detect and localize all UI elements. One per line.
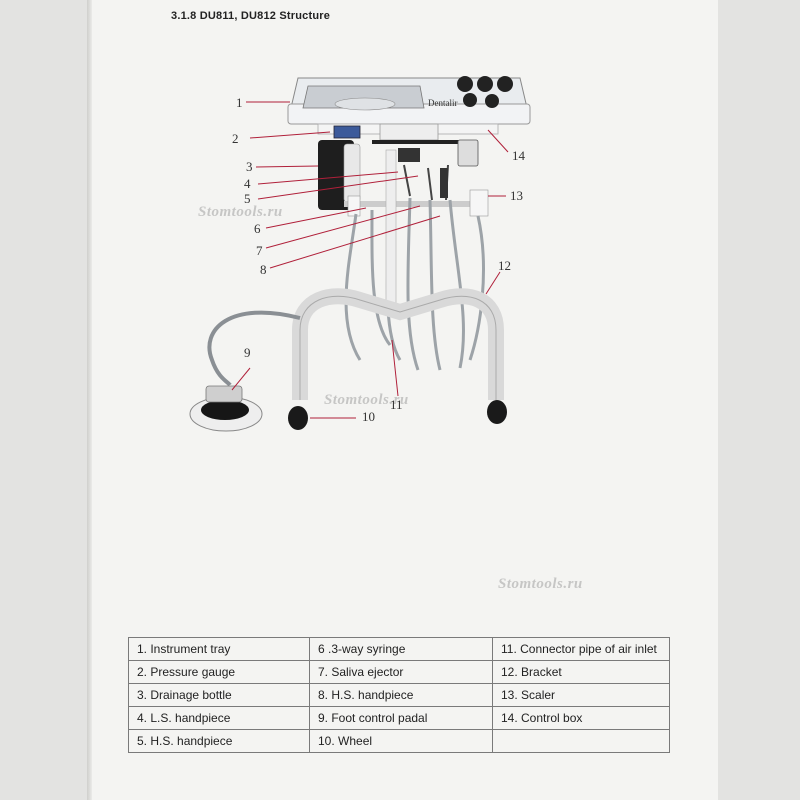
legend-cell: 11. Connector pipe of air inlet	[492, 637, 670, 661]
callout-11: 11	[390, 397, 403, 412]
legend-cell: 4. L.S. handpiece	[128, 706, 310, 730]
wheel-right	[487, 400, 507, 424]
table-row: 5. H.S. handpiece 10. Wheel	[128, 729, 670, 753]
callout-3: 3	[246, 159, 253, 174]
legend-cell: 7. Saliva ejector	[309, 660, 493, 684]
foot-control	[189, 385, 263, 432]
legend-cell: 14. Control box	[492, 706, 670, 730]
callout-4: 4	[244, 176, 251, 191]
callout-12: 12	[498, 258, 511, 273]
wheel-left	[288, 406, 308, 430]
table-row: 2. Pressure gauge 7. Saliva ejector 12. …	[128, 660, 670, 684]
callout-14: 14	[512, 148, 525, 163]
tray-brand-label: Dentalir	[428, 98, 458, 108]
section-title: 3.1.8 DU811, DU812 Structure	[171, 10, 331, 22]
callout-9: 9	[244, 345, 251, 360]
legend-cell: 10. Wheel	[309, 729, 493, 753]
watermark: Stomtools.ru	[324, 392, 409, 408]
bracket	[292, 288, 504, 400]
callout-7: 7	[256, 243, 263, 258]
callout-10: 10	[362, 409, 375, 424]
parts-legend-table: 1. Instrument tray 6 .3-way syringe 11. …	[128, 637, 670, 753]
table-row: 1. Instrument tray 6 .3-way syringe 11. …	[128, 637, 670, 661]
legend-cell: 13. Scaler	[492, 683, 670, 707]
watermark: Stomtools.ru	[498, 576, 583, 592]
instrument-tray: Dentalir	[287, 76, 531, 125]
pressure-gauge	[333, 125, 361, 139]
legend-cell: 6 .3-way syringe	[309, 637, 493, 661]
legend-cell: 3. Drainage bottle	[128, 683, 310, 707]
callout-2: 2	[232, 131, 239, 146]
control-box	[457, 139, 479, 167]
callout-6: 6	[254, 221, 261, 236]
legend-cell: 9. Foot control padal	[309, 706, 493, 730]
legend-cell: 2. Pressure gauge	[128, 660, 310, 684]
legend-cell	[492, 729, 670, 753]
legend-cell: 12. Bracket	[492, 660, 670, 684]
callout-8: 8	[260, 262, 267, 277]
dental-unit-diagram: Dentalir	[189, 76, 531, 432]
callout-5: 5	[244, 191, 251, 206]
callout-13: 13	[510, 188, 523, 203]
table-row: 4. L.S. handpiece 9. Foot control padal …	[128, 706, 670, 730]
hs-handpiece	[440, 168, 448, 198]
legend-cell: 5. H.S. handpiece	[128, 729, 310, 753]
table-row: 3. Drainage bottle 8. H.S. handpiece 13.…	[128, 683, 670, 707]
page-shadow	[87, 0, 93, 800]
legend-cell: 8. H.S. handpiece	[309, 683, 493, 707]
watermark: Stomtools.ru	[198, 204, 283, 220]
callout-1: 1	[236, 95, 243, 110]
legend-cell: 1. Instrument tray	[128, 637, 310, 661]
